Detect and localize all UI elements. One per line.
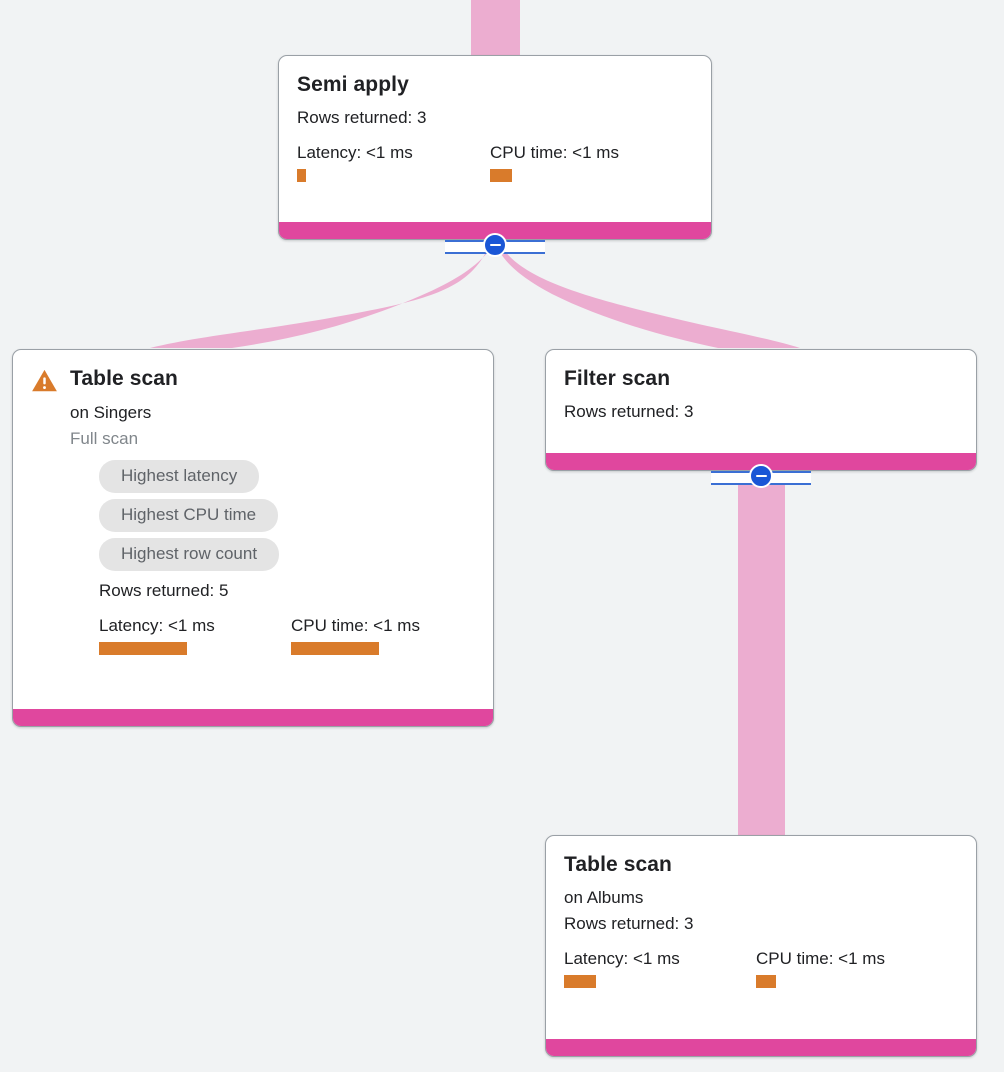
warning-icon bbox=[32, 369, 57, 392]
collapse-toggle-semi-apply[interactable] bbox=[445, 232, 545, 258]
chip-highest-latency[interactable]: Highest latency bbox=[99, 460, 260, 493]
node-title: Table scan bbox=[70, 367, 178, 390]
node-semi-apply-header: Semi apply bbox=[297, 72, 693, 98]
edge-root-to-semi-apply bbox=[471, 0, 520, 56]
node-filter-scan-header: Filter scan bbox=[564, 366, 958, 392]
latency-bar bbox=[99, 642, 187, 655]
node-metrics: Latency: <1 ms CPU time: <1 ms bbox=[99, 615, 475, 655]
edge-filter-scan-to-table-scan-albums bbox=[738, 476, 785, 836]
node-title: Filter scan bbox=[564, 367, 671, 390]
node-scan-note: Full scan bbox=[70, 429, 139, 448]
chip-highest-cpu-time[interactable]: Highest CPU time bbox=[99, 499, 279, 532]
cpu-time-label: CPU time: <1 ms bbox=[756, 949, 885, 968]
node-table-scan-singers-header: Table scan bbox=[31, 366, 475, 393]
latency-bar bbox=[564, 975, 596, 988]
latency-label: Latency: <1 ms bbox=[297, 143, 413, 162]
node-subtitle: on Albums bbox=[564, 888, 644, 907]
node-footer-bar bbox=[546, 453, 976, 470]
node-metrics: Latency: <1 ms CPU time: <1 ms bbox=[564, 948, 958, 988]
node-table-scan-singers[interactable]: Table scan on Singers Full scan Highest … bbox=[12, 349, 494, 727]
node-filter-scan[interactable]: Filter scan Rows returned: 3 bbox=[545, 349, 977, 471]
node-table-scan-singers-body: Table scan on Singers Full scan Highest … bbox=[13, 350, 493, 669]
rows-returned: Rows returned: 5 bbox=[99, 581, 229, 600]
latency-metric: Latency: <1 ms bbox=[564, 948, 756, 988]
rows-returned: Rows returned: 3 bbox=[297, 108, 427, 127]
node-chip-list: Highest latency Highest CPU time Highest… bbox=[99, 460, 475, 571]
cpu-time-metric: CPU time: <1 ms bbox=[756, 948, 885, 988]
latency-label: Latency: <1 ms bbox=[564, 949, 680, 968]
cpu-time-metric: CPU time: <1 ms bbox=[291, 615, 420, 655]
cpu-time-bar bbox=[756, 975, 776, 988]
node-footer-bar bbox=[279, 222, 711, 239]
cpu-time-metric: CPU time: <1 ms bbox=[490, 142, 619, 182]
node-title: Semi apply bbox=[297, 73, 409, 96]
collapse-minus-icon[interactable] bbox=[483, 233, 507, 257]
collapse-toggle-filter-scan[interactable] bbox=[711, 463, 811, 489]
cpu-time-label: CPU time: <1 ms bbox=[291, 616, 420, 635]
latency-metric: Latency: <1 ms bbox=[99, 615, 291, 655]
node-metrics: Latency: <1 ms CPU time: <1 ms bbox=[297, 142, 693, 182]
node-filter-scan-body: Filter scan Rows returned: 3 bbox=[546, 350, 976, 438]
node-semi-apply[interactable]: Semi apply Rows returned: 3 Latency: <1 … bbox=[278, 55, 712, 240]
rows-returned: Rows returned: 3 bbox=[564, 402, 694, 421]
cpu-time-bar bbox=[490, 169, 512, 182]
node-footer-bar bbox=[13, 709, 493, 726]
rows-returned: Rows returned: 3 bbox=[564, 914, 694, 933]
latency-label: Latency: <1 ms bbox=[99, 616, 215, 635]
node-title: Table scan bbox=[564, 853, 672, 876]
latency-metric: Latency: <1 ms bbox=[297, 142, 490, 182]
latency-bar bbox=[297, 169, 306, 182]
collapse-minus-icon[interactable] bbox=[749, 464, 773, 488]
node-semi-apply-body: Semi apply Rows returned: 3 Latency: <1 … bbox=[279, 56, 711, 196]
node-footer-bar bbox=[546, 1039, 976, 1056]
cpu-time-label: CPU time: <1 ms bbox=[490, 143, 619, 162]
edge-semi-apply-to-filter-scan bbox=[496, 244, 800, 348]
node-table-scan-albums-header: Table scan bbox=[564, 852, 958, 878]
node-table-scan-albums-body: Table scan on Albums Rows returned: 3 La… bbox=[546, 836, 976, 1002]
cpu-time-bar bbox=[291, 642, 379, 655]
node-subtitle: on Singers bbox=[70, 403, 152, 422]
edge-semi-apply-to-table-scan-singers bbox=[150, 244, 494, 348]
chip-highest-row-count[interactable]: Highest row count bbox=[99, 538, 280, 571]
node-table-scan-albums[interactable]: Table scan on Albums Rows returned: 3 La… bbox=[545, 835, 977, 1057]
